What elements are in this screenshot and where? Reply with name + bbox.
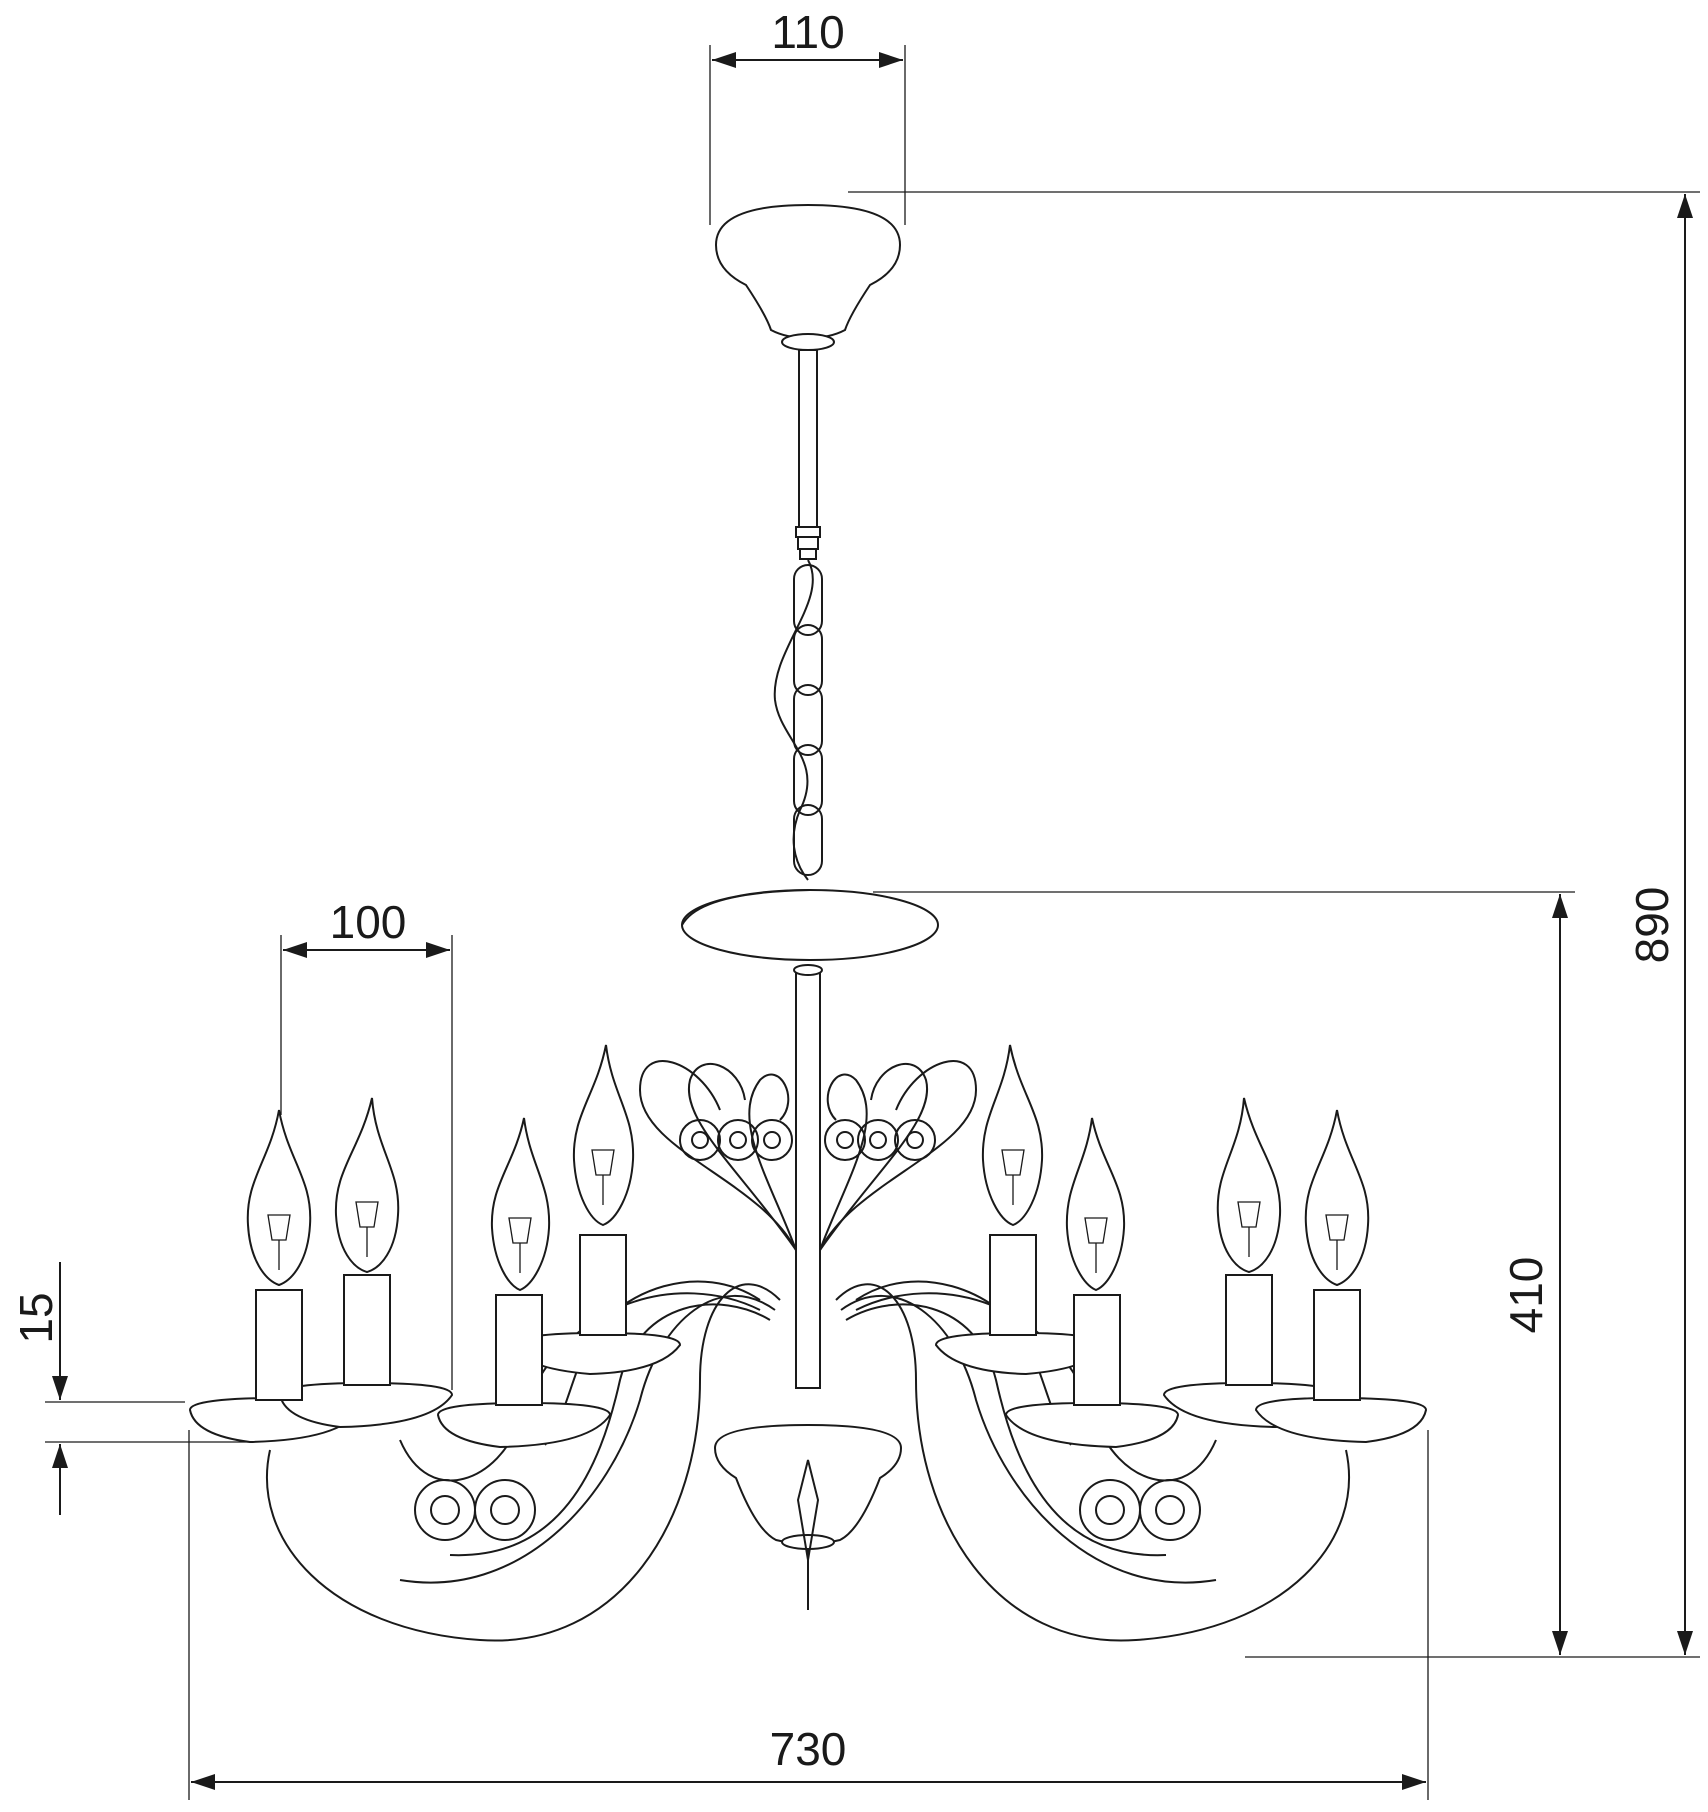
- dimension-total-width: 730: [188, 1430, 1429, 1800]
- dimension-label-arm-spacing: 100: [330, 896, 407, 948]
- dimension-label-total-width: 730: [770, 1723, 847, 1775]
- upper-disc: [681, 889, 939, 961]
- lower-bowl: [713, 1423, 903, 1610]
- dimension-label-body-height: 410: [1500, 1257, 1552, 1334]
- dimension-total-height: 890: [848, 191, 1700, 1658]
- dimension-label-total-height: 890: [1626, 887, 1678, 964]
- candle-bulbs: [246, 1044, 1370, 1292]
- central-stem: [793, 964, 823, 1389]
- dimension-body-height: 410: [873, 891, 1575, 1658]
- dimension-label-canopy-width: 110: [771, 6, 844, 58]
- chain: [773, 559, 823, 881]
- candle-cups: [188, 1331, 1428, 1449]
- dimension-label-cup-height: 15: [10, 1292, 62, 1343]
- dimension-cup-height: 15: [10, 1262, 252, 1515]
- bulb-filaments: [267, 1149, 1349, 1273]
- dimension-arm-spacing: 100: [280, 896, 453, 1390]
- upper-scrolls: [638, 1060, 978, 1251]
- lower-rosettes: [414, 1479, 1201, 1541]
- downrod: [795, 349, 821, 560]
- candle-sleeves: [255, 1234, 1361, 1406]
- dimension-canopy-width: 110: [709, 6, 906, 225]
- ceiling-canopy: [714, 203, 902, 351]
